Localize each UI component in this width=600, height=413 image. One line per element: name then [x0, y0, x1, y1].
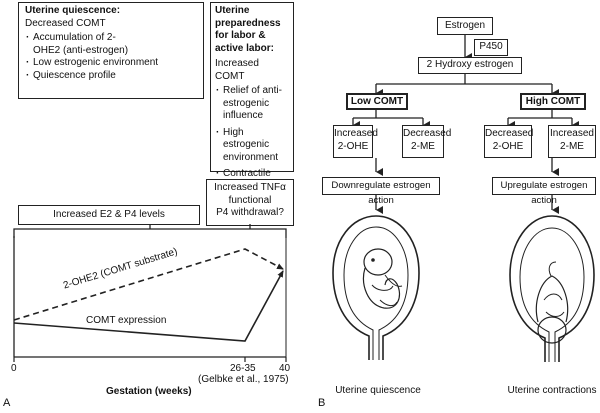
curve-2ohe2	[13, 248, 284, 321]
caption-uterine-contractions: Uterine contractions	[507, 385, 597, 396]
list-item: Accumulation of 2-OHE2 (anti-estrogen)	[25, 32, 143, 57]
x-axis-title: Gestation (weeks)	[106, 386, 192, 397]
list-item: Quiescence profile	[25, 70, 197, 83]
panel-a-letter: A	[3, 397, 11, 409]
labor-subtitle: Increased COMT	[215, 58, 259, 82]
list-item: High estrogenic environment	[215, 127, 289, 165]
p450-box: P450	[474, 39, 508, 56]
list-item: Low estrogenic environment	[25, 57, 197, 70]
increased-2me-box: Increased 2-ME	[548, 125, 596, 158]
labor-list: Relief of anti-estrogenic influence High…	[215, 85, 289, 193]
uterus-fetus-quiescent-icon	[332, 215, 420, 360]
labor-preparedness-box: Uterine preparedness for labor & active …	[210, 2, 294, 192]
caption-uterine-quiescence: Uterine quiescence	[335, 385, 421, 396]
decreased-2ohe-box: Decreased 2-OHE	[484, 125, 533, 158]
labor-title: Uterine preparedness for labor & active …	[215, 5, 281, 54]
quiescence-list: Accumulation of 2-OHE2 (anti-estrogen) L…	[25, 32, 197, 82]
decreased-2me-box: Decreased 2-ME	[402, 125, 451, 158]
x-tick-0: 0	[11, 363, 17, 374]
increased-2ohe-box: Increased 2-OHE	[333, 125, 378, 158]
x-tick-26-35: 26-35	[230, 363, 256, 374]
tnf-line-3: P4 withdrawal?	[216, 207, 284, 218]
tnf-box: Increased TNFα functional P4 withdrawal?	[206, 179, 294, 226]
citation: (Gelbke et al., 1975)	[198, 374, 289, 385]
x-tick-40: 40	[279, 363, 291, 374]
quiescence-subtitle: Decreased COMT	[25, 17, 106, 29]
estrogen-box: Estrogen	[437, 17, 493, 35]
low-comt-box: Low COMT	[346, 93, 408, 110]
high-comt-box: High COMT	[520, 93, 586, 110]
uterine-quiescence-box: Uterine quiescence: Decreased COMT Accum…	[18, 2, 204, 99]
uterus-fetus-contracting-icon	[509, 215, 595, 362]
quiescence-title: Uterine quiescence:	[25, 5, 121, 16]
curve-comt	[13, 270, 284, 342]
hydroxy-estrogen-box: 2 Hydroxy estrogen	[418, 57, 522, 74]
list-item: Relief of anti-estrogenic influence	[215, 85, 289, 123]
tnf-line-1: Increased TNFα	[214, 182, 286, 193]
curve-comt-label: COMT expression	[86, 315, 167, 326]
tnf-line-2: functional	[228, 194, 272, 206]
panel-b-letter: B	[318, 397, 326, 409]
e2-p4-levels-box: Increased E2 & P4 levels	[18, 205, 200, 225]
upregulate-box: Upregulate estrogen action	[492, 177, 596, 206]
downregulate-box: Downregulate estrogen action	[322, 177, 440, 206]
